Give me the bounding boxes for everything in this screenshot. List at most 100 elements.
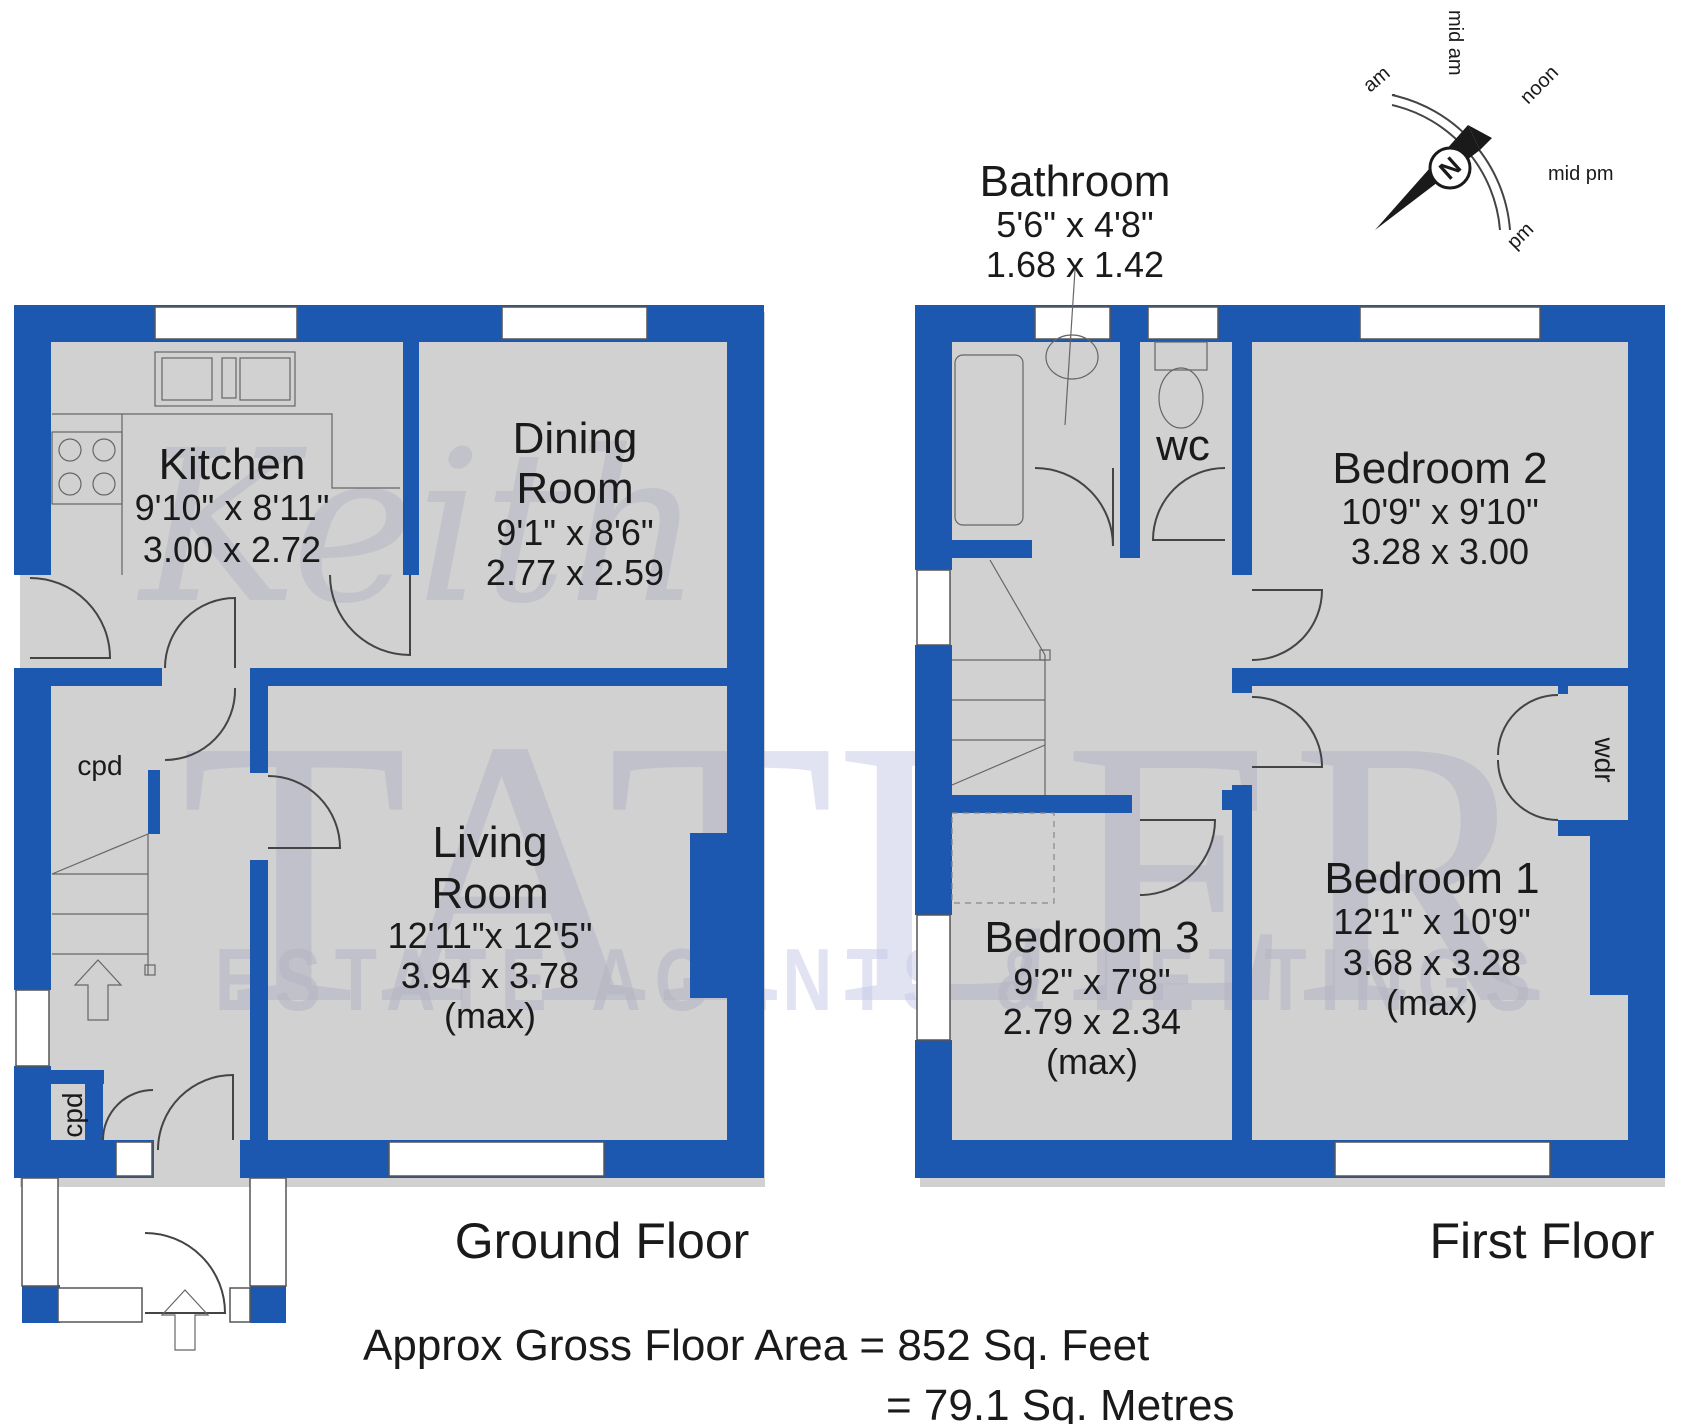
- wc-bowl: [1158, 367, 1204, 429]
- compass: N am mid am noon mid pm pm: [1359, 10, 1614, 254]
- wardrobe-door-lower: [1497, 759, 1559, 821]
- bedroom3-door: [1139, 819, 1217, 896]
- cpd-lower-label: cpd: [57, 1092, 88, 1137]
- living-window: [388, 1141, 605, 1177]
- sink: [154, 351, 296, 407]
- kitchen-dining-wall: [403, 340, 419, 575]
- bedroom3-name: Bedroom 3: [984, 913, 1199, 962]
- bedroom1-name: Bedroom 1: [1324, 854, 1539, 903]
- chimney-breast: [690, 833, 730, 998]
- watermark-logo: TATLER: [180, 662, 1542, 1083]
- hall-door-kitchen: [29, 577, 112, 659]
- bathroom-south-wall: [950, 540, 1032, 558]
- living-west-wall-lower: [250, 860, 268, 1160]
- porch-door: [144, 1232, 227, 1314]
- kitchen-window: [154, 306, 298, 340]
- entrance-arrow: [160, 1289, 210, 1351]
- bedroom2-south-wall: [1232, 668, 1632, 686]
- first-labels: Bathroom 5'6" x 4'8" 1.68 x 1.42 wc Bedr…: [980, 157, 1655, 1269]
- bedroom3-north-wall: [950, 795, 1132, 813]
- ground-north-wall: [14, 305, 764, 342]
- wardrobe-door-upper: [1497, 694, 1559, 756]
- stair-wall: [148, 770, 160, 834]
- compass-needle: N: [1375, 125, 1492, 230]
- landing-window: [916, 569, 951, 646]
- wc-bedroom2-wall: [1232, 340, 1252, 575]
- watermark: Keith TATLER ESTATE AGENTS & LETTINGS: [136, 405, 1545, 1083]
- bathroom-wc-wall: [1120, 340, 1140, 558]
- wc-window: [1147, 306, 1219, 340]
- living-imperial: 12'11"x 12'5": [388, 915, 593, 956]
- hall-window: [15, 989, 50, 1067]
- living-west-wall-upper: [250, 668, 268, 773]
- bedroom1-window: [1334, 1141, 1551, 1177]
- bedroom3-east-wall: [1232, 785, 1252, 1145]
- compass-noon: noon: [1516, 62, 1563, 109]
- bedroom1-metric: 3.68 x 3.28: [1343, 942, 1521, 983]
- porch-corner-right: [250, 1285, 286, 1323]
- cpd-upper-label: cpd: [77, 750, 122, 781]
- bedroom3-imperial: 9'2" x 7'8": [1013, 961, 1170, 1002]
- living-metric: 3.94 x 3.78: [401, 955, 579, 996]
- first-west-wall-lower: [915, 1040, 952, 1178]
- bedroom2-metric: 3.28 x 3.00: [1351, 531, 1529, 572]
- dining-imperial: 9'1" x 8'6": [496, 512, 653, 553]
- first-chimney-breast: [1590, 830, 1630, 995]
- wc-cistern: [1154, 341, 1208, 371]
- bedroom1-note: (max): [1386, 982, 1478, 1023]
- bulkhead: [951, 812, 1055, 904]
- living-name-line1: Living: [433, 818, 548, 867]
- compass-mid-am: mid am: [1444, 10, 1466, 76]
- dining-window: [501, 306, 648, 340]
- wc-door: [1151, 467, 1226, 541]
- bedroom2-name: Bedroom 2: [1332, 444, 1547, 493]
- living-north-wall: [262, 668, 732, 686]
- ground-floor-plan: [14, 305, 765, 1351]
- first-stairs: [951, 559, 1051, 795]
- kitchen-imperial: 9'10" x 8'11": [135, 487, 330, 528]
- kitchen-metric: 3.00 x 2.72: [143, 529, 321, 570]
- bedroom3-window: [916, 914, 951, 1041]
- watermark-subtitle: ESTATE AGENTS & LETTINGS: [215, 930, 1545, 1029]
- cpd-wall: [14, 1070, 104, 1084]
- bath: [954, 354, 1024, 526]
- ground-floor-title: Ground Floor: [455, 1213, 750, 1269]
- hall-door-swing: [164, 687, 237, 761]
- bedroom3-metric: 2.79 x 2.34: [1003, 1001, 1181, 1042]
- porch-window-right: [249, 1177, 287, 1287]
- front-inner-door: [157, 1073, 234, 1151]
- porch-window-front-right: [229, 1287, 251, 1323]
- wc-label: wc: [1155, 421, 1210, 470]
- living-note: (max): [444, 995, 536, 1036]
- bathroom-metric: 1.68 x 1.42: [986, 244, 1164, 285]
- wardrobe-wall: [1558, 820, 1630, 836]
- porch-window-front: [57, 1287, 143, 1323]
- bedroom3-note: (max): [1046, 1041, 1138, 1082]
- bedroom2-imperial: 10'9" x 9'10": [1341, 491, 1538, 532]
- bedroom1-door: [1251, 696, 1324, 768]
- ground-labels: Kitchen 9'10" x 8'11" 3.00 x 2.72 Dining…: [57, 414, 749, 1269]
- compass-am: am: [1359, 62, 1394, 97]
- dining-door: [329, 574, 411, 657]
- bedroom2-window: [1359, 306, 1541, 340]
- first-floor-plan: [915, 269, 1665, 1187]
- bathroom-imperial: 5'6" x 4'8": [996, 204, 1153, 245]
- wardrobe-label: wdr: [1589, 736, 1620, 782]
- dining-name-line2: Room: [516, 464, 633, 513]
- dining-metric: 2.77 x 2.59: [486, 552, 664, 593]
- living-door: [267, 775, 342, 849]
- first-north-wall: [915, 305, 1665, 342]
- compass-pm: pm: [1503, 218, 1538, 253]
- ground-west-wall-mid: [14, 668, 51, 990]
- porch-window-left: [21, 1177, 59, 1287]
- porch-corner-left: [22, 1285, 60, 1323]
- hall-door: [164, 596, 236, 669]
- area-line1: Approx Gross Floor Area = 852 Sq. Feet: [363, 1321, 1149, 1370]
- bathroom-door: [1034, 467, 1114, 547]
- ground-west-wall-upper: [14, 305, 51, 575]
- bedroom2-door: [1251, 589, 1324, 661]
- bathroom-name: Bathroom: [980, 157, 1171, 206]
- first-south-wall: [915, 1140, 1665, 1178]
- dining-name-line1: Dining: [513, 414, 638, 463]
